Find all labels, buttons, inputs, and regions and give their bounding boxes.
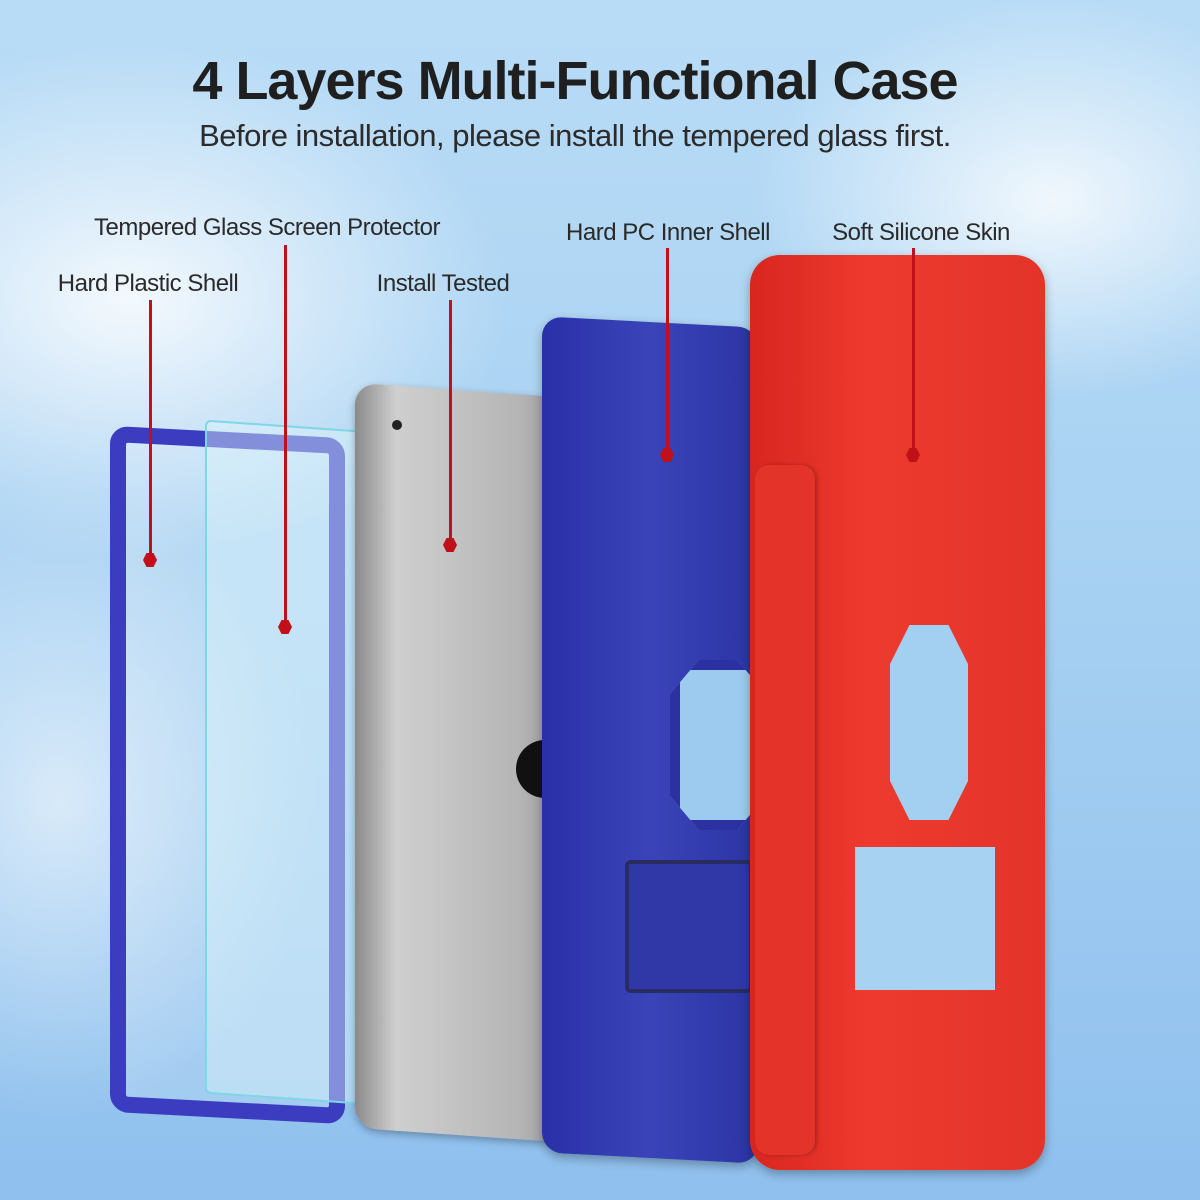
skin-side-strip <box>755 465 815 1155</box>
kickstand <box>625 860 753 993</box>
tempered-glass-image <box>205 419 359 1105</box>
marker-dot <box>906 448 920 462</box>
leader-line <box>449 300 452 543</box>
marker-dot <box>143 553 157 567</box>
camera-icon <box>392 420 402 430</box>
leader-line <box>284 245 287 625</box>
marker-dot <box>443 538 457 552</box>
label-hard-pc-inner-shell: Hard PC Inner Shell <box>566 219 770 246</box>
label-hard-plastic-shell: Hard Plastic Shell <box>57 270 239 297</box>
marker-dot <box>660 448 674 462</box>
marker-dot <box>278 620 292 634</box>
leader-line <box>912 248 915 453</box>
label-install-tested: Install Tested <box>376 270 510 297</box>
label-soft-silicone-skin: Soft Silicone Skin <box>832 219 1010 246</box>
page-subtitle: Before installation, please install the … <box>199 118 951 153</box>
label-tempered-glass: Tempered Glass Screen Protector <box>94 214 441 241</box>
skin-rect-cutout <box>855 847 995 990</box>
skin-cutout <box>890 625 968 820</box>
leader-line <box>666 248 669 453</box>
page-title: 4 Layers Multi-Functional Case <box>192 51 958 111</box>
leader-line <box>149 300 152 558</box>
